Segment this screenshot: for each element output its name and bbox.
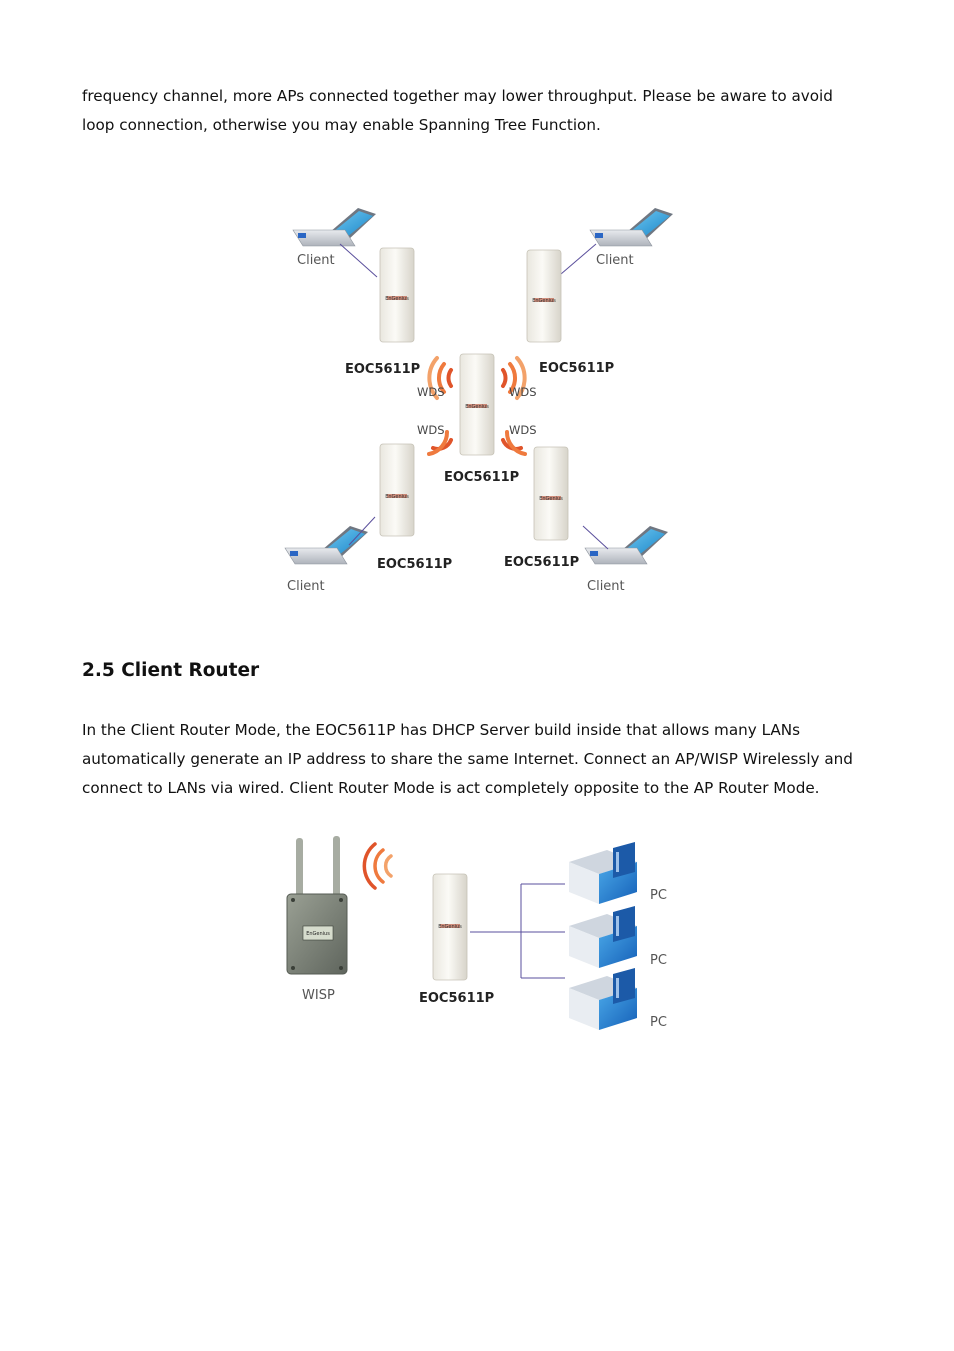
intro-line: loop connection, otherwise you may enabl… <box>82 116 601 134</box>
client-router-diagram: EnGenius EnGenius <box>283 830 673 1035</box>
wireless-signal-icon <box>427 356 527 456</box>
intro-paragraph: frequency channel, more APs connected to… <box>82 82 882 140</box>
brand-text: EnGenius <box>438 924 462 930</box>
intro-line: frequency channel, more APs connected to… <box>82 87 833 105</box>
pc-label: PC <box>650 888 667 903</box>
link-line <box>582 525 609 550</box>
ap-device-bottom-right <box>533 446 569 541</box>
client-label: Client <box>297 253 335 268</box>
link-line <box>339 243 378 278</box>
model-label: EOC5611P <box>345 362 420 377</box>
wds-label: WDS <box>509 423 537 437</box>
laptop-icon-top-right <box>589 208 673 247</box>
laptop-icon-bottom-left <box>284 526 368 565</box>
brand-text: EnGenius <box>465 404 489 410</box>
client-label: Client <box>287 579 325 594</box>
model-label: EOC5611P <box>377 557 452 572</box>
body-line: connect to LANs via wired. Client Router… <box>82 779 820 797</box>
pc-icon <box>569 906 637 968</box>
client-label: Client <box>587 579 625 594</box>
model-label: EOC5611P <box>539 361 614 376</box>
brand-text: EnGenius <box>306 931 330 937</box>
pc-icon <box>569 968 637 1030</box>
brand-text: EnGenius <box>532 298 556 304</box>
pc-label: PC <box>650 1015 667 1030</box>
pc-icon <box>569 842 637 904</box>
wisp-label: WISP <box>302 988 335 1003</box>
wireless-signal-icon <box>362 842 393 890</box>
ap-device-center <box>459 353 495 456</box>
ap-device-top-right <box>526 249 562 343</box>
model-label: EOC5611P <box>504 555 579 570</box>
ap-device-top-left <box>379 247 415 343</box>
brand-text: EnGenius <box>539 496 563 502</box>
link-line <box>348 516 376 546</box>
section-body: In the Client Router Mode, the EOC5611P … <box>82 716 902 803</box>
wisp-router-icon <box>286 836 348 975</box>
client-label: Client <box>596 253 634 268</box>
pc-label: PC <box>650 953 667 968</box>
section-heading: 2.5 Client Router <box>82 660 260 681</box>
ap-device-bottom-left <box>379 443 415 537</box>
wds-diagram: EnGenius EnGenius EnGenius EnGenius EnGe… <box>283 200 673 595</box>
lan-wiring <box>470 883 565 979</box>
brand-text: EnGenius <box>385 494 409 500</box>
body-line: In the Client Router Mode, the EOC5611P … <box>82 721 801 739</box>
model-label: EOC5611P <box>419 991 494 1006</box>
ap-device <box>432 873 468 981</box>
laptop-icon-top-left <box>292 208 376 247</box>
wds-label: WDS <box>509 385 537 399</box>
wds-label: WDS <box>417 423 445 437</box>
laptop-icon-bottom-right <box>584 526 668 565</box>
body-line: automatically generate an IP address to … <box>82 750 853 768</box>
brand-text: EnGenius <box>385 296 409 302</box>
model-label: EOC5611P <box>444 470 519 485</box>
link-line <box>560 243 597 275</box>
wds-label: WDS <box>417 385 445 399</box>
